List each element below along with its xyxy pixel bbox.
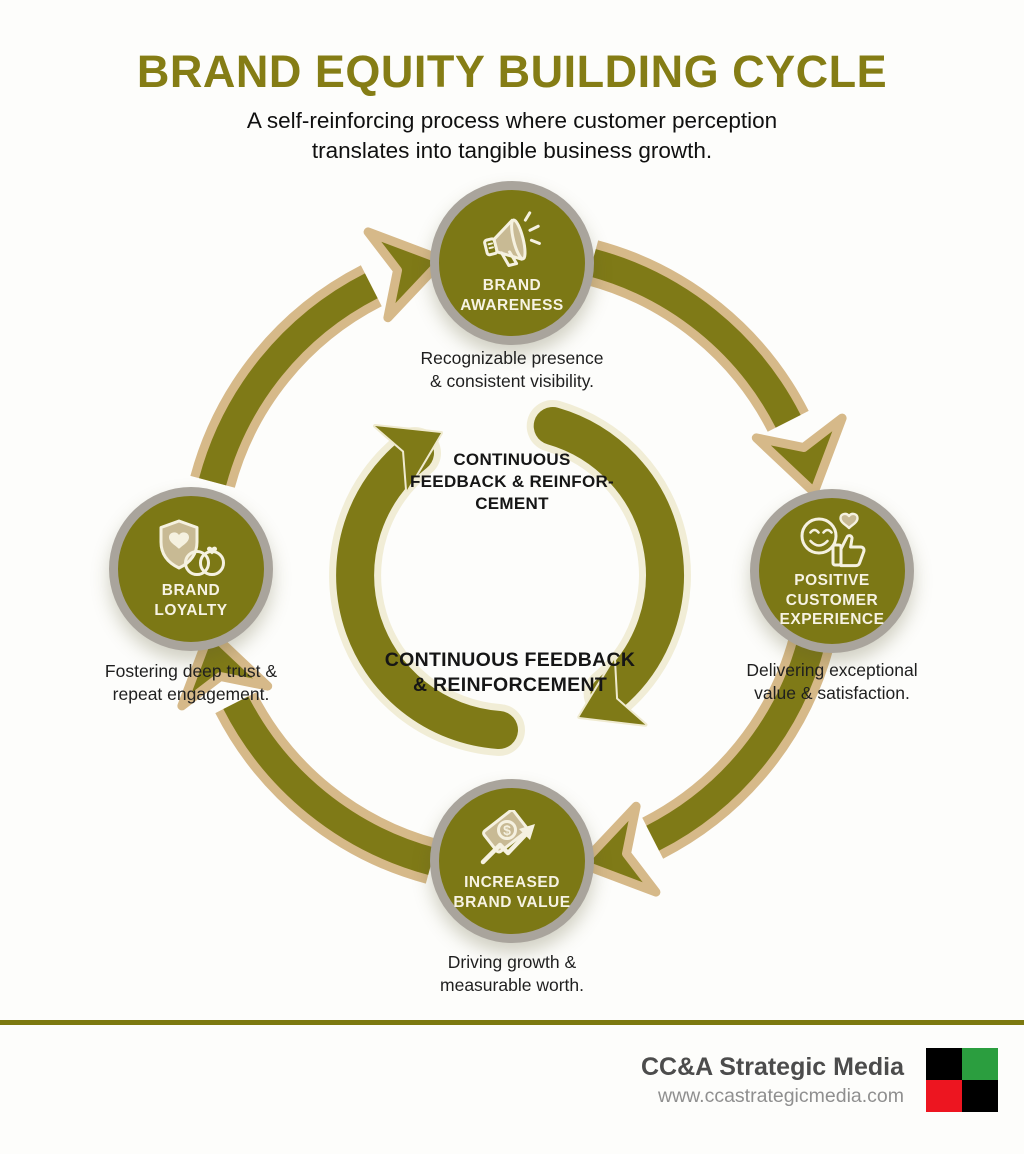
caption-brand-awareness: Recognizable presence & consistent visib… bbox=[420, 348, 604, 391]
megaphone-icon bbox=[483, 211, 541, 267]
logo-square-bottom-right bbox=[962, 1080, 998, 1112]
node-positive-customer-experience: POSITIVE CUSTOMER EXPERIENCE bbox=[750, 489, 914, 653]
smiley-thumbs-up-heart-icon bbox=[800, 512, 866, 567]
company-website: www.ccastrategicmedia.com bbox=[658, 1084, 904, 1107]
center-label-bottom: CONTINUOUS FEEDBACK & REINFORCEMENT bbox=[338, 648, 682, 698]
center-label-top-line1: CONTINUOUS bbox=[453, 450, 571, 469]
cycle-arrows-graphic bbox=[0, 0, 1024, 1022]
node-brand-loyalty: BRAND LOYALTY bbox=[109, 487, 273, 651]
center-label-bottom-line1: CONTINUOUS FEEDBACK bbox=[384, 649, 636, 671]
subtitle-line-1: A self-reinforcing process where custome… bbox=[246, 108, 778, 133]
node-brand-awareness: BRAND AWARENESS bbox=[430, 181, 594, 345]
footer-separator-line bbox=[0, 1020, 1024, 1025]
money-growth-arrow-icon: $ bbox=[480, 809, 535, 864]
center-label-top: CONTINUOUS FEEDBACK & REINFOR- CEMENT bbox=[380, 449, 644, 514]
node-label-brand-awareness: BRAND AWARENESS bbox=[460, 276, 564, 314]
page-title: BRAND EQUITY BUILDING CYCLE bbox=[136, 46, 888, 97]
caption-increased-brand-value: Driving growth & measurable worth. bbox=[440, 952, 584, 995]
footer: CC&A Strategic Media www.ccastrategicmed… bbox=[641, 1048, 998, 1112]
node-label-brand-loyalty: BRAND LOYALTY bbox=[154, 581, 228, 619]
node-increased-brand-value: $ INCREASED BRAND VALUE bbox=[430, 779, 594, 943]
center-label-bottom-line2: & REINFORCEMENT bbox=[412, 673, 608, 696]
footer-text-block: CC&A Strategic Media www.ccastrategicmed… bbox=[641, 1053, 904, 1108]
page-subtitle: A self-reinforcing process where custome… bbox=[0, 106, 1024, 167]
center-label-top-line3: CEMENT bbox=[475, 493, 549, 513]
inner-feedback-loop-right-arrow-icon bbox=[526, 400, 691, 727]
caption-positive-customer-experience: Delivering exceptional value & satisfact… bbox=[746, 660, 918, 703]
logo-square-top-right bbox=[962, 1048, 998, 1080]
logo-square-top-left bbox=[926, 1048, 962, 1080]
caption-brand-loyalty: Fostering deep trust & repeat engagement… bbox=[104, 661, 278, 704]
shield-heart-rings-icon bbox=[159, 519, 225, 576]
company-name: CC&A Strategic Media bbox=[640, 1052, 904, 1081]
logo-square-bottom-left bbox=[926, 1080, 962, 1112]
center-label-top-line2: FEEDBACK & REINFOR- bbox=[409, 471, 615, 491]
inner-feedback-loop-left-arrow-icon bbox=[329, 424, 525, 756]
company-logo bbox=[926, 1048, 998, 1112]
svg-text:$: $ bbox=[503, 822, 511, 838]
subtitle-line-2: translates into tangible business growth… bbox=[311, 138, 713, 164]
node-label-increased-brand-value: INCREASED BRAND VALUE bbox=[453, 873, 571, 911]
node-label-positive-customer-experience: POSITIVE CUSTOMER EXPERIENCE bbox=[779, 571, 885, 629]
